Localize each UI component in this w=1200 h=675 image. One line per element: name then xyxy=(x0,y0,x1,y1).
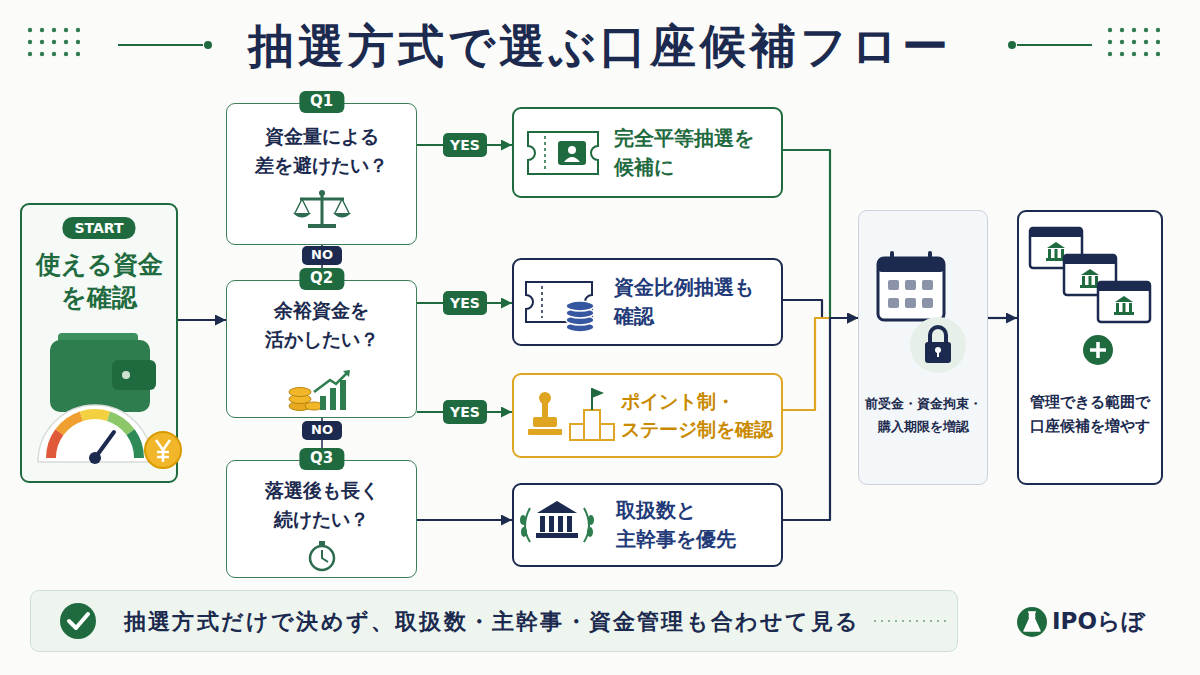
option-text: ポイント制・ ステージ制を確認 xyxy=(621,388,781,443)
question-box: Q1資金量による 差を避けたい？ xyxy=(226,103,417,245)
check-text: 前受金・資金拘束・ 購入期限を増認 xyxy=(864,393,982,438)
option-box: 資金比例抽選も 確認 xyxy=(512,258,783,346)
question-text: 落選後も長く 続けたい？ xyxy=(261,476,383,533)
flow-connector xyxy=(783,300,858,318)
edge-label: NO xyxy=(302,246,342,265)
diagram-title: 抽選方式で選ぶ口座候補フロー xyxy=(0,14,1200,78)
question-badge: Q3 xyxy=(299,448,344,470)
option-text: 取扱数と 主幹事を優先 xyxy=(616,496,744,554)
edge-label: YES xyxy=(443,400,487,424)
note-band: 抽選方式だけで決めず、取扱数・主幹事・資金管理も合わせて見る xyxy=(30,590,958,652)
title-decoration xyxy=(1017,44,1092,46)
option-text: 資金比例抽選も 確認 xyxy=(614,273,762,331)
result-box: 管理できる範囲で 口座候補を増やす xyxy=(1017,210,1163,485)
edge-label: YES xyxy=(443,133,487,157)
edge-label: NO xyxy=(302,421,342,440)
check-box: 前受金・資金拘束・ 購入期限を増認 xyxy=(858,210,988,485)
title-decoration xyxy=(204,41,212,49)
start-text: 使える資金 を確認 xyxy=(32,249,167,314)
question-text: 資金量による 差を避けたい？ xyxy=(251,122,392,179)
flow-connector xyxy=(178,319,226,321)
option-box: 完全平等抽選を 候補に xyxy=(512,107,783,198)
title-decoration xyxy=(1104,24,1164,60)
title-decoration xyxy=(1008,41,1016,49)
question-box: Q2余裕資金を 活かしたい？ xyxy=(226,280,417,418)
flow-connector xyxy=(988,317,1017,319)
flow-connector xyxy=(417,519,512,521)
question-badge: Q1 xyxy=(299,91,344,113)
start-box: START 使える資金 を確認 xyxy=(20,203,178,483)
logo-icon xyxy=(1017,607,1047,637)
logo-icon xyxy=(1017,607,1047,637)
flow-connector xyxy=(783,150,858,318)
logo-icon xyxy=(1024,612,1040,631)
edge-label: YES xyxy=(443,291,487,315)
question-box: Q3落選後も長く 続けたい？ xyxy=(226,460,417,578)
option-box: ポイント制・ ステージ制を確認 xyxy=(512,373,783,458)
option-box: 取扱数と 主幹事を優先 xyxy=(512,483,783,567)
logo-text: IPOらぼ xyxy=(1052,606,1145,637)
question-text: 余裕資金を 活かしたい？ xyxy=(261,296,383,353)
flow-connector xyxy=(783,318,858,410)
title-decoration xyxy=(24,24,84,60)
result-text: 管理できる範囲で 口座候補を増やす xyxy=(1029,391,1151,439)
option-text: 完全平等抽選を 候補に xyxy=(614,124,762,182)
flow-connector xyxy=(783,318,858,520)
note-text: 抽選方式だけで決めず、取扱数・主幹事・資金管理も合わせて見る xyxy=(124,606,898,637)
start-badge: START xyxy=(62,217,135,239)
question-badge: Q2 xyxy=(299,268,344,290)
title-decoration xyxy=(118,44,203,46)
